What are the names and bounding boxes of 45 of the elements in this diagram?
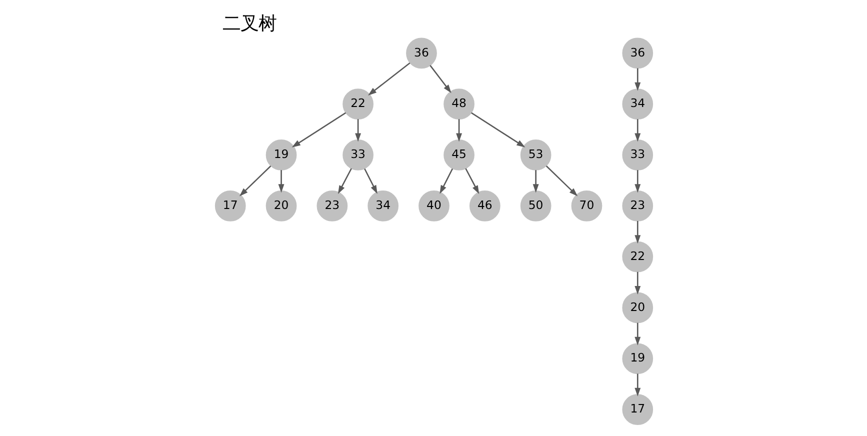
arrow	[238, 166, 271, 196]
node-circle: 36	[406, 38, 436, 69]
arrow	[634, 170, 640, 193]
arrow	[291, 112, 346, 148]
arrow	[634, 272, 640, 295]
node-circle: 20	[265, 190, 296, 222]
arrow	[634, 322, 640, 346]
node-circle: 40	[418, 190, 449, 222]
node-circle: 33	[622, 140, 653, 170]
node-circle: 48	[443, 88, 474, 120]
node-circle: 17	[622, 394, 653, 425]
diagram-title: 二叉树	[222, 13, 276, 34]
arrow	[278, 170, 284, 193]
node-circle: 34	[367, 190, 398, 222]
arrow	[439, 168, 453, 194]
node-circle: 34	[622, 88, 653, 120]
arrow	[464, 168, 479, 194]
node-circle: 46	[468, 190, 500, 222]
node-circle: 36	[622, 38, 653, 69]
arrow	[532, 170, 538, 193]
node-circle: 19	[622, 343, 653, 374]
node-circle: 23	[622, 190, 653, 222]
arrow	[337, 168, 352, 194]
node-circle: 17	[214, 190, 246, 222]
node-circle: 19	[265, 140, 296, 170]
node-circle: 22	[342, 88, 373, 120]
arrow	[456, 119, 462, 142]
node-circle: 50	[520, 190, 551, 222]
arrow	[634, 119, 640, 142]
node-circle: 22	[622, 241, 653, 272]
node-circle: 45	[443, 140, 474, 170]
arrow	[368, 62, 410, 96]
arrow	[545, 166, 578, 196]
arrow	[429, 65, 451, 94]
arrow	[634, 68, 640, 91]
node-circle: 53	[520, 140, 551, 170]
arrow	[470, 112, 525, 148]
arrow	[634, 374, 640, 396]
node-circle: 70	[570, 190, 602, 222]
node-circle: 33	[342, 140, 373, 170]
arrow	[354, 119, 361, 142]
node-circle: 20	[622, 292, 653, 324]
node-circle: 23	[316, 190, 348, 222]
arrow	[634, 220, 640, 244]
arrow	[364, 168, 377, 194]
